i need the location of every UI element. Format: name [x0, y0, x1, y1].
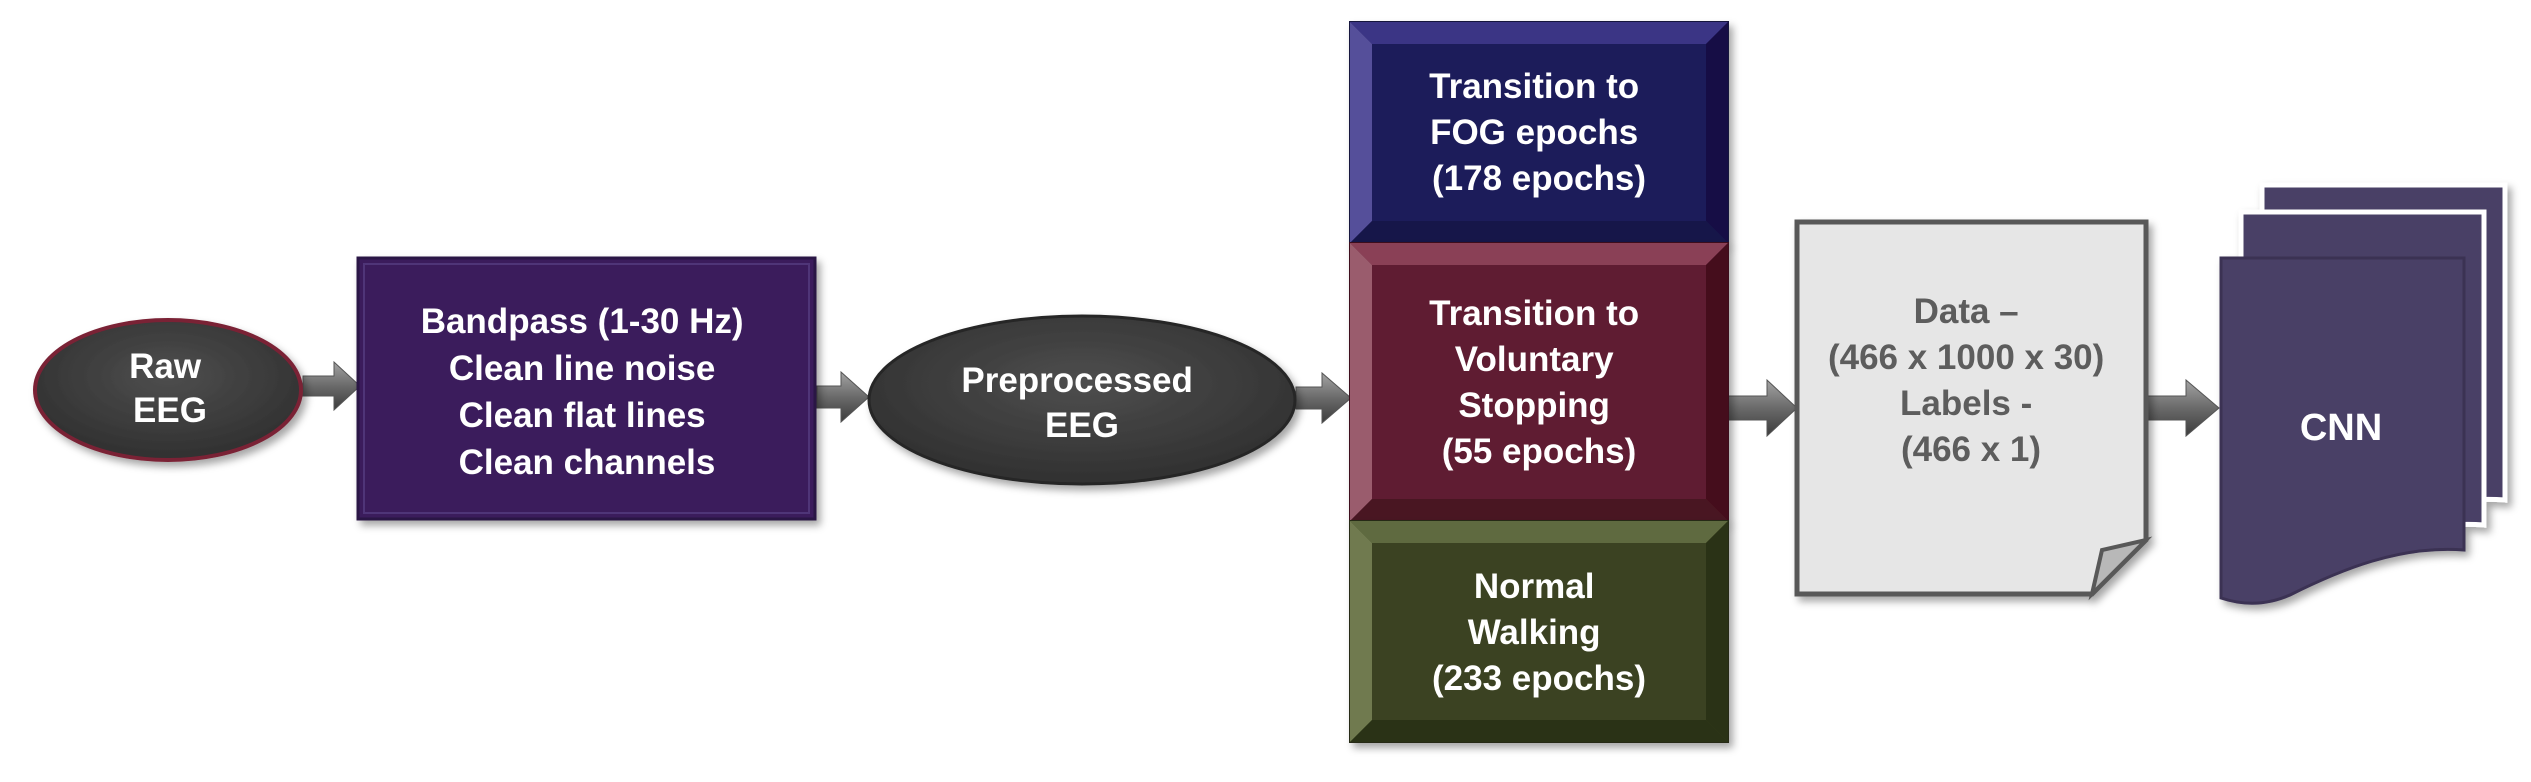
- arrow-raw-to-preprocessing: [302, 360, 361, 412]
- preprocessing-node: Bandpass (1-30 Hz) Clean line noise Clea…: [356, 256, 817, 521]
- preprocessing-steps-label: Bandpass (1-30 Hz) Clean line noise Clea…: [421, 302, 754, 482]
- preprocessing-line-3: Clean flat lines: [459, 396, 706, 435]
- preprocessed-eeg-label: Preprocessed EEG: [961, 361, 1202, 445]
- arrow-preprocessing-to-preprocessed: [816, 370, 870, 424]
- data-line-2: (466 x 1000 x 30): [1828, 338, 2104, 377]
- normal-walking-line-3: (233 epochs): [1432, 659, 1646, 698]
- cnn-label: CNN: [2300, 407, 2382, 449]
- preprocessing-box: [356, 256, 817, 521]
- data-line-1: Data –: [1914, 292, 2019, 331]
- raw-eeg-ellipse: [33, 318, 303, 462]
- transition-stopping-node: Transition to Voluntary Stopping (55 epo…: [1349, 242, 1729, 522]
- preprocessed-eeg-line-2: EEG: [1045, 406, 1119, 445]
- labels-line-1: Labels -: [1900, 384, 2032, 423]
- raw-eeg-line-1: Raw: [129, 347, 202, 386]
- normal-walking-box: [1349, 520, 1729, 743]
- preprocessing-line-2: Clean line noise: [449, 349, 715, 388]
- transition-stopping-box: [1349, 242, 1729, 522]
- cnn-node: CNN: [2219, 182, 2508, 605]
- cnn-line-1: CNN: [2300, 407, 2382, 449]
- transition-stopping-line-1: Transition to: [1429, 294, 1639, 333]
- preprocessed-eeg-ellipse: [867, 314, 1297, 486]
- transition-stopping-label: Transition to Voluntary Stopping (55 epo…: [1429, 294, 1649, 471]
- cnn-document-front: [2219, 256, 2466, 605]
- normal-walking-line-1: Normal: [1474, 567, 1595, 606]
- preprocessing-line-1: Bandpass (1-30 Hz): [421, 302, 744, 341]
- transition-stopping-line-2: Voluntary: [1455, 340, 1614, 379]
- data-labels-node: Data – (466 x 1000 x 30) Labels - (466 x…: [1794, 219, 2153, 601]
- transition-fog-label: Transition to FOG epochs (178 epochs): [1429, 67, 1649, 198]
- raw-eeg-label: Raw EEG: [129, 347, 211, 430]
- arrow-preprocessed-to-epochs: [1295, 371, 1352, 425]
- transition-fog-line-1: Transition to: [1429, 67, 1639, 106]
- transition-stopping-line-4: (55 epochs): [1442, 432, 1637, 471]
- transition-fog-line-2: FOG epochs: [1430, 113, 1638, 152]
- transition-fog-node: Transition to FOG epochs (178 epochs): [1349, 21, 1729, 244]
- arrow-data-to-cnn: [2145, 378, 2220, 438]
- normal-walking-node: Normal Walking (233 epochs): [1349, 520, 1729, 743]
- transition-fog-box: [1349, 21, 1729, 244]
- raw-eeg-node: Raw EEG: [33, 318, 303, 462]
- preprocessed-eeg-line-1: Preprocessed: [961, 361, 1193, 400]
- transition-fog-line-3: (178 epochs): [1432, 159, 1646, 198]
- folded-corner: [2088, 536, 2153, 601]
- arrows: [302, 360, 2220, 438]
- preprocessed-eeg-node: Preprocessed EEG: [867, 314, 1297, 486]
- normal-walking-label: Normal Walking (233 epochs): [1432, 567, 1646, 698]
- arrow-epochs-to-data: [1726, 378, 1798, 438]
- preprocessing-line-4: Clean channels: [459, 443, 716, 482]
- data-labels-text: Data – (466 x 1000 x 30) Labels - (466 x…: [1828, 292, 2114, 469]
- transition-stopping-line-3: Stopping: [1458, 386, 1610, 425]
- raw-eeg-line-2: EEG: [133, 391, 207, 430]
- labels-line-2: (466 x 1): [1901, 430, 2041, 469]
- normal-walking-line-2: Walking: [1468, 613, 1601, 652]
